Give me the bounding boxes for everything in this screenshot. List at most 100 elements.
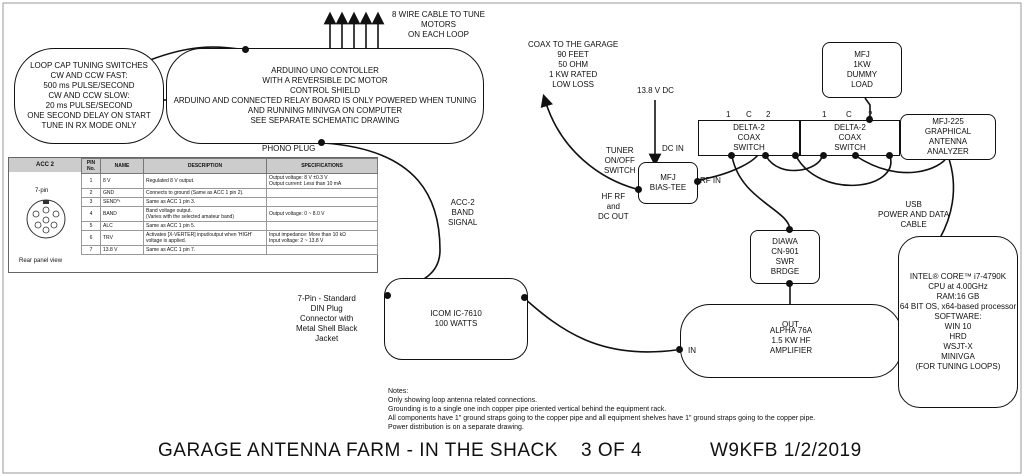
col-pin: PIN No. [81,158,101,174]
acc2-pinout-table: ACC 2 7-pin Rear panel view PIN No. NAME… [8,157,378,273]
pin-name-cell: SEND*¹ [100,197,144,207]
bias-tee-box: MFJ BIAS-TEE [638,162,698,204]
din-line: Metal Shell Black [296,324,358,333]
pin-pin-cell: 6 [81,230,101,246]
din-line: DIN Plug [310,304,343,313]
usb-line: POWER AND DATA [878,210,950,219]
pin-pin-cell: 2 [81,188,101,198]
notes-line: All components have 1" ground straps goi… [388,415,816,422]
delta2-top-dot [866,116,873,123]
amp-in-dot [676,346,683,353]
pin-pin-cell: 3 [81,197,101,207]
bias-tee-line: BIAS-TEE [649,183,687,192]
tuner-switch-label: TUNER ON/OFF SWITCH [604,146,636,176]
delta1-line: SWITCH [733,143,765,152]
computer-line: WSJT-X [943,342,973,351]
amp-line: 1.5 KW HF [771,336,811,345]
hf-rf-out-label: HF RF and DC OUT [598,192,629,222]
pin-desc-cell: Regulated 8 V output. [143,173,267,189]
din-line: 7-Pin - Standard [297,294,356,303]
icom-line: 100 WATTS [434,319,478,328]
analyzer-line: ANTENNA [928,137,968,146]
computer-line: (FOR TUNING LOOPS) [915,362,1001,371]
swr-dot [786,280,793,287]
pin-pin-cell: 1 [81,173,101,189]
pin-desc-cell: Connects to ground (Same as ACC 1 pin 2)… [143,188,267,198]
pin-spec-cell [266,221,378,231]
delta2-port-c: C [846,110,852,119]
dummy-load-line: LOAD [851,80,873,89]
tuner-line: ON/OFF [604,156,635,165]
dc-in-label: DC IN [662,144,684,153]
phono-plug-dot [318,139,325,146]
delta2-line: COAX [838,133,862,142]
delta1-dot [792,152,799,159]
swr-line: BRDGE [770,267,800,276]
delta2-dot [886,152,893,159]
pin-name-cell: TRV [100,230,144,246]
amp-line: AMPLIFIER [769,346,813,355]
amp-in-label: IN [688,346,696,355]
acc2-header: ACC 2 [9,158,82,172]
analyzer-line: ANALYZER [927,147,969,156]
notes-line: Only showing loop antenna related connec… [388,397,538,404]
notes-line: Grounding is to a single one inch copper… [388,406,667,413]
drawing-author-date: W9KFB 1/2/2019 [710,440,862,461]
dummy-load-box: MFJ 1KW DUMMY LOAD [822,42,902,98]
coax-garage-label: COAX TO THE GARAGE 90 FEET 50 OHM 1 KW R… [528,40,618,90]
din-pin-label: 7-pin [35,188,49,194]
coax-line: 50 OHM [558,60,589,69]
coax-line: 90 FEET [557,50,589,59]
arduino-connector-dot [242,46,249,53]
pin-desc-cell: Band voltage output. (Varies with the se… [143,206,267,222]
analyzer-line: GRAPHICAL [924,127,972,136]
coax-line: 1 KW RATED [548,70,598,79]
bias-tee-out-dot [635,186,642,193]
coax-line: COAX TO THE GARAGE [528,40,619,49]
drawing-title: GARAGE ANTENNA FARM - IN THE SHACK 3 OF … [158,440,643,461]
computer-line: CPU at 4.00GHz [928,282,988,291]
delta2-line: SWITCH [834,143,866,152]
notes-line: Notes: [388,388,409,395]
loop-cap-line: CW AND CCW FAST: [50,71,128,80]
icom-line: ICOM IC-7610 [430,309,482,318]
coax-line: LOW LOSS [552,80,595,89]
pin-spec-cell [266,197,378,207]
icom-acc-dot [384,292,391,299]
delta1-port-c: C [746,110,752,119]
arduino-line: ARDUINO AND CONNECTED RELAY BOARD IS ONL… [173,96,477,105]
dummy-load-line: 1KW [853,60,871,69]
pin-spec-cell: Output voltage: 0 ~ 8.0 V [266,206,378,222]
icom-to-amp-wire [523,297,677,353]
loop-cap-line: 500 ms PULSE/SECOND [43,81,135,90]
rf-in-label: RF IN [700,176,721,185]
bias-tee-rf-dot [694,178,701,185]
delta1-port-1: 1 [726,110,731,119]
computer-line: RAM:16 GB [936,292,980,301]
col-desc: DESCRIPTION [143,158,267,174]
pin-spec-cell: Output voltage: 8 V ±0.3 V Output curren… [266,173,378,189]
loop-cap-line: CW AND CCW SLOW: [48,91,130,100]
motor-cable-label: 8 WIRE CABLE TO TUNE MOTORS ON EACH LOOP [392,10,485,40]
pin-name-cell: GND [100,188,144,198]
icom-radio-box: ICOM IC-7610 100 WATTS [384,278,528,360]
swr-line: CN-901 [771,247,799,256]
delta2-dot [820,152,827,159]
loop-cap-line: ONE SECOND DELAY ON START [27,111,151,120]
arduino-line: ARDUINO UNO CONTOLLER [271,66,379,75]
pin-spec-cell: Input impedance: More than 10 kΩ Input v… [266,230,378,246]
delta1-to-delta2-wire [765,155,823,172]
arduino-line: AND RUNNING MINIVGA ON COMPUTER [247,106,403,115]
acc2-line: SIGNAL [448,218,478,227]
delta2-coax-switch: DELTA-2 COAX SWITCH [800,120,900,156]
loop-cap-switch-box: LOOP CAP TUNING SWITCHES CW AND CCW FAST… [14,48,164,144]
pin-pin-cell: 4 [81,206,101,222]
acc2-line: ACC-2 [450,198,475,207]
